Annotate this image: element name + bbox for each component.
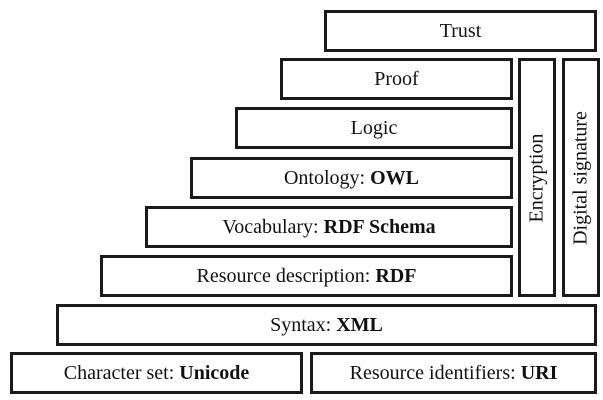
column-encryption: Encryption [518,58,556,297]
layer-character-set-label: Character set: [63,361,180,384]
layer-vocabulary-label: Vocabulary: [222,215,324,238]
layer-vocabulary-tech: RDF Schema [323,215,436,238]
layer-proof: Proof [280,58,513,100]
layer-ontology-tech: OWL [370,166,420,189]
layer-ontology: Ontology: OWL [190,157,513,199]
layer-syntax-label: Syntax: [270,313,337,336]
column-digital-signature-label: Digital signature [569,110,592,245]
layer-ontology-label: Ontology: [283,166,371,189]
column-encryption-label: Encryption [525,133,548,222]
layer-resource-description-label: Resource description: [196,264,376,287]
layer-resource-identifiers-tech: URI [520,361,558,384]
layer-syntax: Syntax: XML [56,304,597,346]
layer-logic-label: Logic [350,116,398,139]
layer-resource-description: Resource description: RDF [100,255,513,297]
layer-proof-label: Proof [374,67,419,90]
layer-trust: Trust [324,10,597,52]
layer-resource-description-tech: RDF [375,264,417,287]
layer-character-set-tech: Unicode [179,361,250,384]
layer-resource-identifiers: Resource identifiers: URI [310,352,597,394]
layer-character-set: Character set: Unicode [10,352,303,394]
column-digital-signature: Digital signature [562,58,600,297]
layer-resource-identifiers-label: Resource identifiers: [349,361,521,384]
layer-vocabulary: Vocabulary: RDF Schema [145,206,513,248]
layer-trust-label: Trust [439,19,482,42]
layer-logic: Logic [235,107,513,149]
layer-syntax-tech: XML [336,313,383,336]
